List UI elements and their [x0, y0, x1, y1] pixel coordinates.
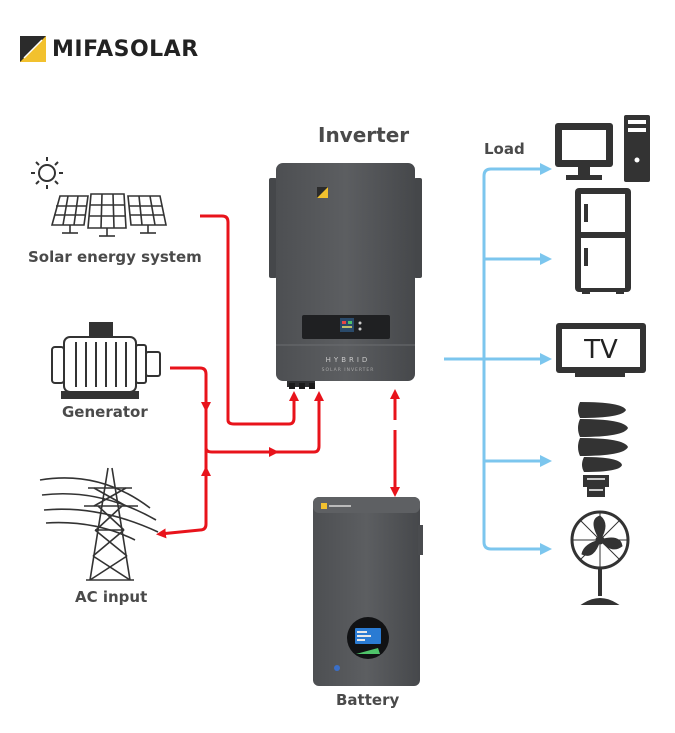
- brand-logo: MIFASOLAR: [20, 36, 199, 62]
- light-bulb-icon: [578, 402, 628, 497]
- sun-icon: [31, 157, 63, 189]
- battery-label: Battery: [336, 691, 400, 709]
- solar-label: Solar energy system: [28, 248, 202, 266]
- brand-mark-icon: [20, 36, 46, 62]
- load-label: Load: [484, 140, 525, 158]
- ac-input-label: AC input: [75, 588, 148, 606]
- inverter-label: Inverter: [318, 123, 410, 147]
- generator-icon: [51, 322, 161, 399]
- brand-name: MIFASOLAR: [52, 36, 199, 62]
- solar-panel-icon: [50, 193, 167, 237]
- battery-device: [313, 497, 423, 686]
- refrigerator-icon: [575, 188, 631, 294]
- inverter-hybrid-text: HYBRID: [326, 356, 371, 364]
- computer-icon: [555, 115, 650, 182]
- fan-icon: [570, 510, 630, 605]
- inverter-subtitle-text: SOLAR INVERTER: [322, 367, 375, 373]
- tv-label: TV: [583, 335, 618, 365]
- tv-icon: TV: [556, 323, 646, 377]
- generator-label: Generator: [62, 403, 148, 421]
- load-flow-lines: [444, 163, 552, 555]
- power-tower-icon: [39, 467, 159, 581]
- battery-logo-icon: [321, 503, 327, 509]
- power-flow-lines: [156, 214, 400, 539]
- inverter-device: HYBRID SOLAR INVERTER: [269, 163, 422, 389]
